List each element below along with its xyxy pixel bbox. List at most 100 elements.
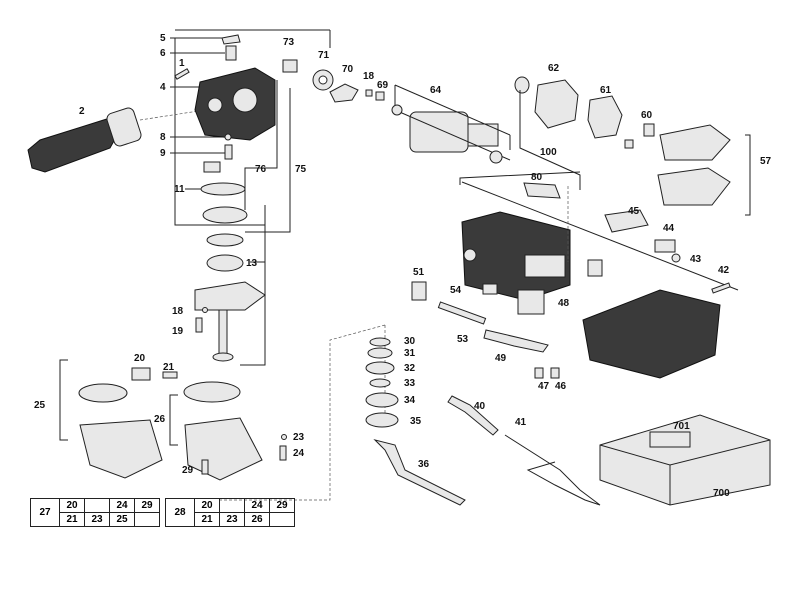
label-54: 54 (450, 285, 462, 296)
ring-33 (369, 378, 391, 388)
label-80: 80 (531, 172, 543, 183)
label-100: 100 (540, 147, 557, 158)
kit-28-cell: 29 (269, 498, 295, 513)
label-23: 23 (293, 432, 305, 443)
carry-case-700 (599, 414, 771, 506)
guard-clamp-25 (78, 383, 128, 403)
kit-27-cell: 29 (134, 498, 160, 513)
screw-43 (671, 253, 681, 263)
ring-8 (224, 133, 232, 141)
side-handle (27, 107, 142, 173)
brush-holder-61 (587, 95, 623, 139)
guard-25 (79, 419, 163, 479)
guard-26 (184, 417, 263, 481)
kit-28-cell: 26 (244, 512, 270, 527)
kit-27-cell: 24 (109, 498, 135, 513)
label-40: 40 (474, 401, 486, 412)
fan-baffle-62 (534, 79, 579, 129)
ring-31 (367, 347, 393, 359)
kit-27-cell: 25 (109, 512, 135, 527)
screw-24 (279, 445, 287, 461)
kit-28-cell: 24 (244, 498, 270, 513)
label-42: 42 (718, 265, 730, 276)
guard-clamp-26 (183, 381, 241, 403)
bearing-62b (514, 76, 530, 94)
label-11: 11 (174, 184, 185, 195)
part-switch-mount (587, 259, 603, 277)
label-35: 35 (410, 416, 422, 427)
plate-70 (329, 83, 359, 103)
label-1: 1 (179, 58, 185, 69)
pin-9 (224, 144, 233, 160)
kit-27-cell (84, 498, 110, 513)
label-700: 700 (713, 488, 730, 499)
retaining-ring (206, 233, 244, 247)
label-71: 71 (318, 50, 330, 61)
washer-23 (281, 434, 287, 440)
bearing-plate (194, 281, 266, 311)
label-46: 46 (555, 381, 567, 392)
label-31: 31 (404, 348, 416, 359)
lock-button (221, 34, 241, 45)
switch-lever-49 (483, 329, 549, 353)
label-36: 36 (418, 459, 430, 470)
label-70: 70 (342, 64, 354, 75)
label-13: 13 (246, 258, 258, 269)
label-9: 9 (160, 148, 166, 159)
label-701: 701 (673, 421, 690, 432)
case-insert-701 (649, 431, 691, 448)
bearing-13 (206, 254, 244, 272)
label-51: 51 (413, 267, 425, 278)
part-60 (643, 123, 655, 137)
motor-housing (461, 211, 571, 301)
label-60: 60 (641, 110, 653, 121)
label-44: 44 (663, 223, 675, 234)
kit-28-cell (269, 512, 295, 527)
kit-27-cell (134, 512, 160, 527)
screw-29 (201, 459, 209, 475)
screw-42 (711, 282, 731, 294)
part-54 (482, 283, 498, 295)
label-26: 26 (154, 414, 166, 425)
label-73: 73 (283, 37, 295, 48)
label-43: 43 (690, 254, 702, 265)
kit-28-cell: 21 (194, 512, 220, 527)
label-32: 32 (404, 363, 416, 374)
label-19: 19 (172, 326, 184, 337)
stator-57-top (659, 124, 731, 161)
label-5: 5 (160, 33, 166, 44)
spring-21 (162, 371, 178, 379)
part-44 (654, 239, 676, 253)
kit-table-27: 27 20 24 29 21 23 25 (30, 498, 160, 527)
spindle (218, 309, 228, 356)
ring-30 (369, 337, 391, 347)
spanner-36 (373, 439, 466, 506)
circlip-11 (200, 182, 246, 196)
electronics-48 (517, 289, 545, 315)
flange-32 (365, 361, 395, 375)
label-8: 8 (160, 132, 166, 143)
label-69: 69 (377, 80, 389, 91)
kit-28-cell: 20 (194, 498, 220, 513)
label-21: 21 (163, 362, 175, 373)
label-29: 29 (182, 465, 194, 476)
kit-28-cell (219, 498, 245, 513)
label-4: 4 (160, 82, 166, 93)
part-73 (282, 59, 298, 73)
kit-27-label: 27 (30, 498, 60, 527)
label-47: 47 (538, 381, 550, 392)
spring-6 (225, 45, 237, 61)
leader-bracket-4 (174, 38, 265, 226)
washer-18 (202, 307, 208, 313)
switch-45 (604, 209, 649, 233)
kit-table-28: 28 20 24 29 21 23 26 (165, 498, 295, 527)
part-47 (534, 367, 544, 379)
kit-27-cell: 23 (84, 512, 110, 527)
label-30: 30 (404, 336, 416, 347)
part-46 (550, 367, 560, 379)
kit-27-cell: 20 (59, 498, 85, 513)
label-76: 76 (255, 164, 267, 175)
label-18: 18 (172, 306, 184, 317)
stator-57-bottom (657, 167, 731, 206)
